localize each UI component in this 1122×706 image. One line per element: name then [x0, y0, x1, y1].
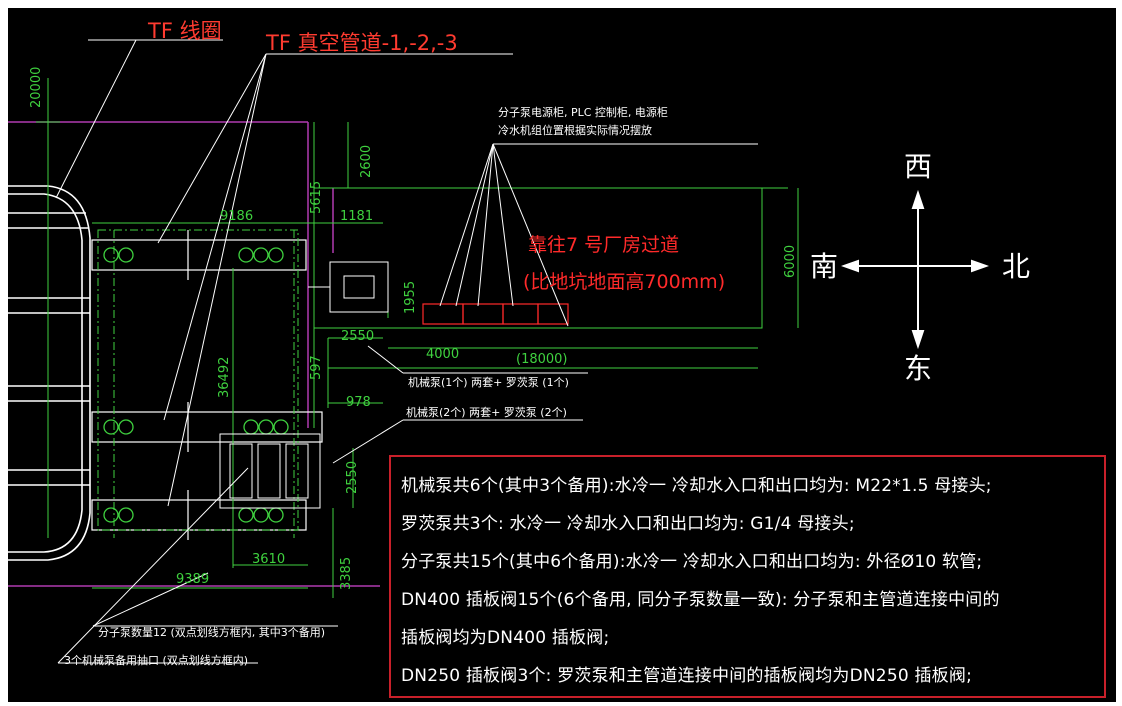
dim-18000: (18000)	[516, 352, 568, 367]
note-line-1: 机械泵共6个(其中3个备用):水冷一 冷却水入口和出口均为: M22*1.5 母…	[401, 476, 992, 496]
notes-panel: 机械泵共6个(其中3个备用):水冷一 冷却水入口和出口均为: M22*1.5 母…	[389, 455, 1106, 698]
dimension-lines	[36, 78, 799, 598]
compass-south: 南	[810, 250, 838, 283]
compass-east: 东	[904, 352, 932, 385]
note-line-4: DN400 插板阀15个(6个备用, 同分子泵数量一致): 分子泵和主管道连接中…	[401, 590, 1000, 610]
tokamak-outline	[8, 185, 91, 561]
room-label-2: (比地坑地面高700mm)	[523, 271, 725, 293]
dim-3610: 3610	[252, 552, 285, 567]
molecular-count-label: 分子泵数量12 (双点划线方框内, 其中3个备用)	[98, 625, 325, 639]
cad-drawing: TF 线圈 TF 真空管道-1,-2,-3 分子泵电源柜, PLC 控制柜, 电…	[8, 19, 1030, 667]
dim-3385: 3385	[339, 557, 354, 590]
leader-lines	[55, 39, 758, 664]
compass-arrows	[841, 189, 989, 350]
note-line-5: 插板阀均为DN400 插板阀;	[401, 628, 610, 648]
pump-label-1: 机械泵(1个) 两套+ 罗茨泵 (1个)	[408, 375, 569, 389]
pump-label-2: 机械泵(2个) 两套+ 罗茨泵 (2个)	[406, 405, 567, 419]
note-line-6: DN250 插板阀3个: 罗茨泵和主管道连接中间的插板阀均为DN250 插板阀;	[401, 666, 972, 686]
pump-frame-lower	[219, 433, 321, 509]
plc-cabinet-label: 分子泵电源柜, PLC 控制柜, 电源柜	[498, 105, 668, 119]
dim-9389: 9389	[176, 572, 209, 587]
note-line-2: 罗茨泵共3个: 水冷一 冷却水入口和出口均为: G1/4 母接头;	[401, 514, 855, 534]
dim-2550-lower: 2550	[345, 461, 360, 494]
site-boundary	[8, 121, 380, 587]
cabinet-row	[422, 303, 569, 325]
dim-6000: 6000	[783, 245, 798, 278]
compass-north: 北	[1002, 250, 1030, 283]
dim-36492: 36492	[217, 357, 232, 398]
chiller-note-label: 冷水机组位置根据实际情况摆放	[498, 123, 652, 137]
dim-4000: 4000	[426, 347, 459, 362]
dim-5615: 5615	[309, 181, 324, 214]
dim-1181: 1181	[340, 209, 373, 224]
tf-coil-label: TF 线圈	[147, 19, 222, 43]
dim-2550-upper: 2550	[341, 329, 374, 344]
dim-2600: 2600	[359, 145, 374, 178]
pump-frame-upper	[308, 261, 389, 313]
compass-west: 西	[904, 150, 932, 183]
mech-spare-label: 3个机械泵备用抽口 (双点划线方框内)	[64, 653, 248, 667]
spare-box-outline	[97, 229, 299, 538]
dim-20000: 20000	[29, 67, 44, 108]
room-label-1: 靠往7 号厂房过道	[528, 234, 679, 256]
dim-9186: 9186	[220, 209, 253, 224]
dim-597: 597	[309, 355, 324, 380]
cad-drawing-canvas: TF 线圈 TF 真空管道-1,-2,-3 分子泵电源柜, PLC 控制柜, 电…	[8, 8, 1116, 702]
tf-vacuum-label: TF 真空管道-1,-2,-3	[265, 31, 458, 55]
molecular-pumps	[103, 247, 289, 523]
dim-978: 978	[346, 395, 371, 410]
note-line-3: 分子泵共15个(其中6个备用):水冷一 冷却水入口和出口均为: 外径Ø10 软管…	[401, 552, 983, 572]
dim-1955: 1955	[403, 281, 418, 314]
vacuum-pipes	[91, 230, 323, 540]
